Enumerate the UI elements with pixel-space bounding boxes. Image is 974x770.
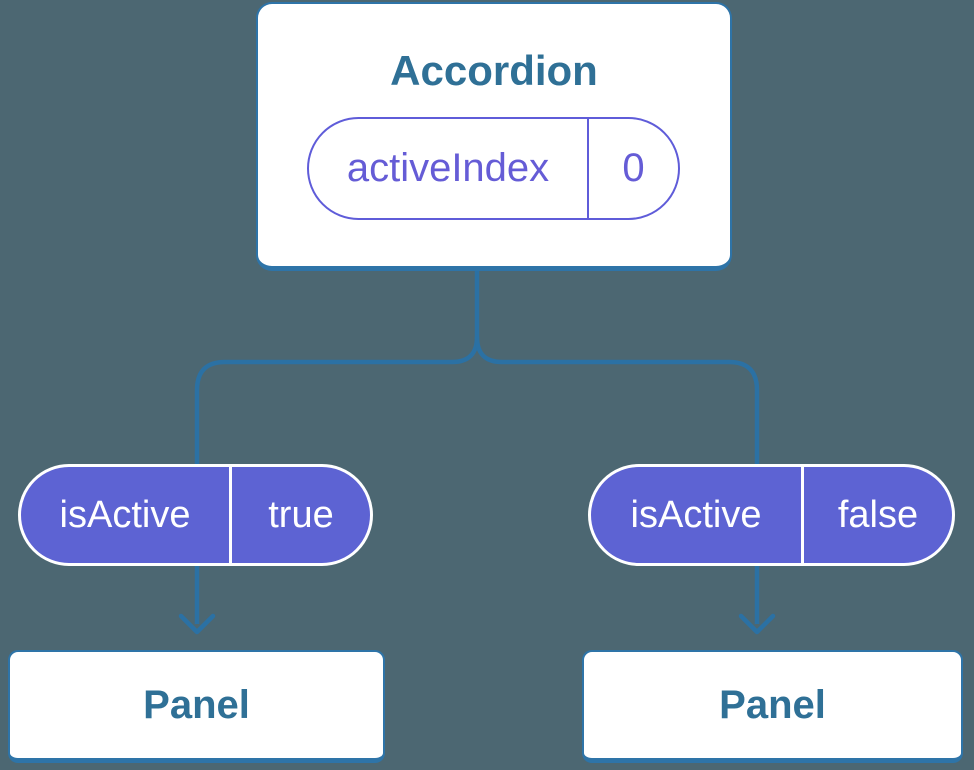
prop-pill-isactive-true: isActive true — [18, 464, 373, 566]
panel-component-card: Panel — [582, 650, 963, 763]
state-pill-activeindex: activeIndex 0 — [307, 117, 680, 220]
pill-divider — [229, 467, 232, 563]
panel-component-card: Panel — [8, 650, 385, 763]
left-branch-line — [194, 269, 480, 624]
right-branch-line — [474, 336, 760, 624]
prop-pill-isactive-false: isActive false — [588, 464, 955, 566]
arrow-down-icon — [178, 613, 216, 635]
prop-pill-name: isActive — [59, 493, 191, 536]
prop-pill-value: false — [837, 493, 919, 536]
state-pill-value: 0 — [622, 146, 645, 190]
pill-divider — [587, 119, 589, 218]
accordion-title: Accordion — [390, 47, 598, 94]
arrow-down-icon — [738, 613, 776, 635]
prop-pill-name: isActive — [630, 493, 762, 536]
state-pill-name: activeIndex — [346, 146, 550, 190]
prop-pill-value: true — [268, 493, 334, 536]
pill-divider — [801, 467, 804, 563]
